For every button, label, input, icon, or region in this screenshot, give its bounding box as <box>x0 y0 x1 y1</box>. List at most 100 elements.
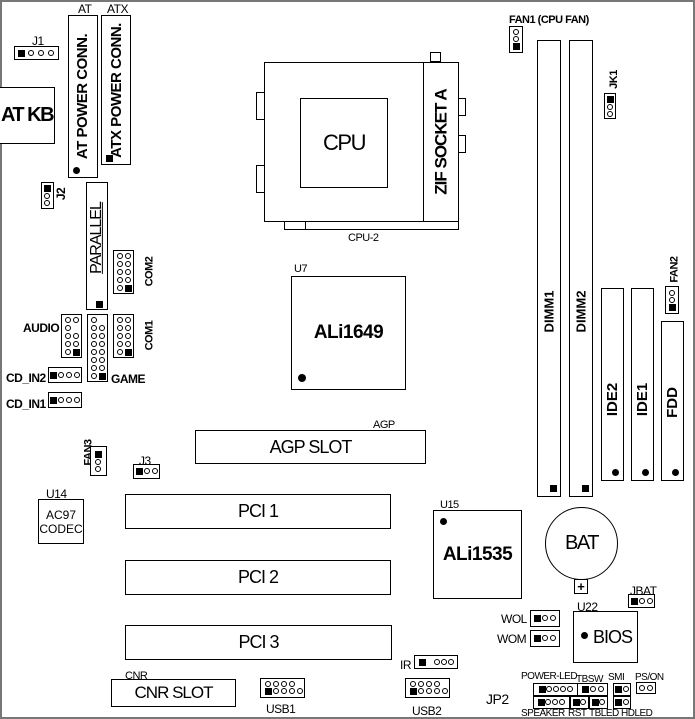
tbsw-label: TBSW <box>576 674 603 685</box>
j2-header[interactable] <box>41 182 54 209</box>
bios-label: BIOS <box>592 626 633 647</box>
cd-in1-header[interactable] <box>48 392 82 408</box>
game-label: GAME <box>111 372 146 386</box>
power-led-label: POWER-LED <box>521 671 578 682</box>
cpu-label: CPU <box>323 130 366 155</box>
pci1-slot[interactable]: PCI 1 <box>125 494 391 529</box>
agp-slot[interactable]: AGP SLOT <box>195 430 426 464</box>
usb2-header[interactable] <box>405 678 450 698</box>
cpu-chip[interactable]: CPU <box>300 98 388 188</box>
j3-header[interactable] <box>133 464 160 479</box>
speaker-label: SPEAKER <box>521 708 565 719</box>
pci2-slot[interactable]: PCI 2 <box>125 560 391 595</box>
ps-on-label: PS/ON <box>635 672 664 683</box>
cnr-slot[interactable]: CNR SLOT <box>111 679 236 707</box>
speaker-header[interactable] <box>533 696 570 709</box>
at-power-connector[interactable]: AT POWER CONN. <box>68 15 98 178</box>
dimm2-slot[interactable]: DIMM2 <box>569 40 593 497</box>
parallel-label: PARALLEL <box>88 202 105 274</box>
battery-plus-terminal: + <box>574 579 588 594</box>
tbled-label: TBLED <box>589 708 619 719</box>
u7-label: U7 <box>294 263 308 275</box>
cd-in2-label: CD_IN2 <box>6 371 46 385</box>
codec-line1: AC97 <box>45 507 77 522</box>
tbled-header[interactable] <box>589 696 608 709</box>
socket-tab-top <box>430 52 441 62</box>
atx-power-connector[interactable]: ATX POWER CONN. <box>101 15 131 165</box>
dimm1-slot[interactable]: DIMM1 <box>537 40 561 497</box>
pin1-marker <box>612 469 619 476</box>
at-kb-label: AT KB <box>0 104 55 126</box>
wom-header[interactable] <box>530 630 560 647</box>
ide1-connector[interactable]: IDE1 <box>631 288 654 481</box>
fan2-label: FAN2 <box>668 256 681 283</box>
bios-chip[interactable]: BIOS <box>573 611 638 663</box>
southbridge-label: ALi1535 <box>442 543 513 565</box>
pin1-marker <box>73 167 80 174</box>
fan3-header[interactable] <box>90 446 107 476</box>
game-header[interactable] <box>87 314 108 382</box>
zif-socket-label: ZIF SOCKET A <box>431 89 451 195</box>
ide1-label: IDE1 <box>634 382 652 416</box>
fdd-label: FDD <box>664 386 682 418</box>
power-led-header[interactable] <box>533 683 578 696</box>
zif-socket-a[interactable]: CPU ZIF SOCKET A <box>264 62 459 222</box>
pci2-label: PCI 2 <box>237 567 279 587</box>
bat-label: BAT <box>565 532 599 554</box>
pin1-marker <box>550 485 557 492</box>
j1-label: J1 <box>32 34 44 48</box>
rst-header[interactable] <box>570 696 589 709</box>
pin1-marker <box>672 469 679 476</box>
ide2-label: IDE2 <box>604 382 622 416</box>
northbridge-chip[interactable]: ALi1649 <box>291 276 406 390</box>
com2-header[interactable] <box>113 250 134 294</box>
wol-header[interactable] <box>530 610 560 627</box>
ac97-codec-chip[interactable]: AC97 CODEC <box>38 499 84 544</box>
audio-header[interactable] <box>61 314 82 358</box>
com1-label: COM1 <box>143 320 156 351</box>
j1-header[interactable] <box>14 46 59 60</box>
socket-divider <box>423 62 424 222</box>
fan1-header[interactable] <box>509 26 523 53</box>
pci3-label: PCI 3 <box>238 632 279 652</box>
hdled-header[interactable] <box>613 696 631 709</box>
usb1-label: USB1 <box>266 702 296 716</box>
socket-lever <box>284 221 459 230</box>
atx-power-label: ATX POWER CONN. <box>107 22 125 158</box>
ide2-connector[interactable]: IDE2 <box>601 288 624 481</box>
fdd-connector[interactable]: FDD <box>661 321 684 481</box>
ps-on-header[interactable] <box>636 682 656 694</box>
usb2-label: USB2 <box>412 704 442 718</box>
at-keyboard-connector[interactable]: AT KB <box>0 87 55 144</box>
rst-label: RST <box>568 708 587 719</box>
usb1-header[interactable] <box>260 678 305 698</box>
jbat-header[interactable] <box>628 594 655 608</box>
wom-label: WOM <box>497 632 527 646</box>
tbsw-header[interactable] <box>577 683 608 696</box>
parallel-port-header[interactable]: PARALLEL <box>86 182 108 310</box>
com1-header[interactable] <box>113 314 134 358</box>
fan2-header[interactable] <box>665 286 679 314</box>
bat-plus-label: + <box>577 579 585 594</box>
ir-header[interactable] <box>414 655 458 669</box>
pci1-label: PCI 1 <box>237 501 279 521</box>
agp-label: AGP <box>373 419 395 431</box>
at-power-label: AT POWER CONN. <box>74 33 92 160</box>
cd-in1-label: CD_IN1 <box>6 397 46 411</box>
jk1-header[interactable] <box>604 93 616 119</box>
pin1-marker <box>582 485 589 492</box>
smi-header[interactable] <box>613 683 631 696</box>
pci3-slot[interactable]: PCI 3 <box>125 625 392 660</box>
agp-slot-label: AGP SLOT <box>269 436 353 457</box>
u22-label: U22 <box>577 600 598 614</box>
at-label: AT <box>78 2 92 16</box>
jk1-label: JK1 <box>607 70 620 89</box>
cnr-label: CNR <box>125 670 148 682</box>
pin1-marker <box>440 518 447 525</box>
atx-label: ATX <box>107 2 128 16</box>
southbridge-chip[interactable]: ALi1535 <box>433 510 522 599</box>
cmos-battery[interactable]: BAT <box>545 507 618 580</box>
ir-label: IR <box>400 658 412 672</box>
cd-in2-header[interactable] <box>48 367 82 383</box>
